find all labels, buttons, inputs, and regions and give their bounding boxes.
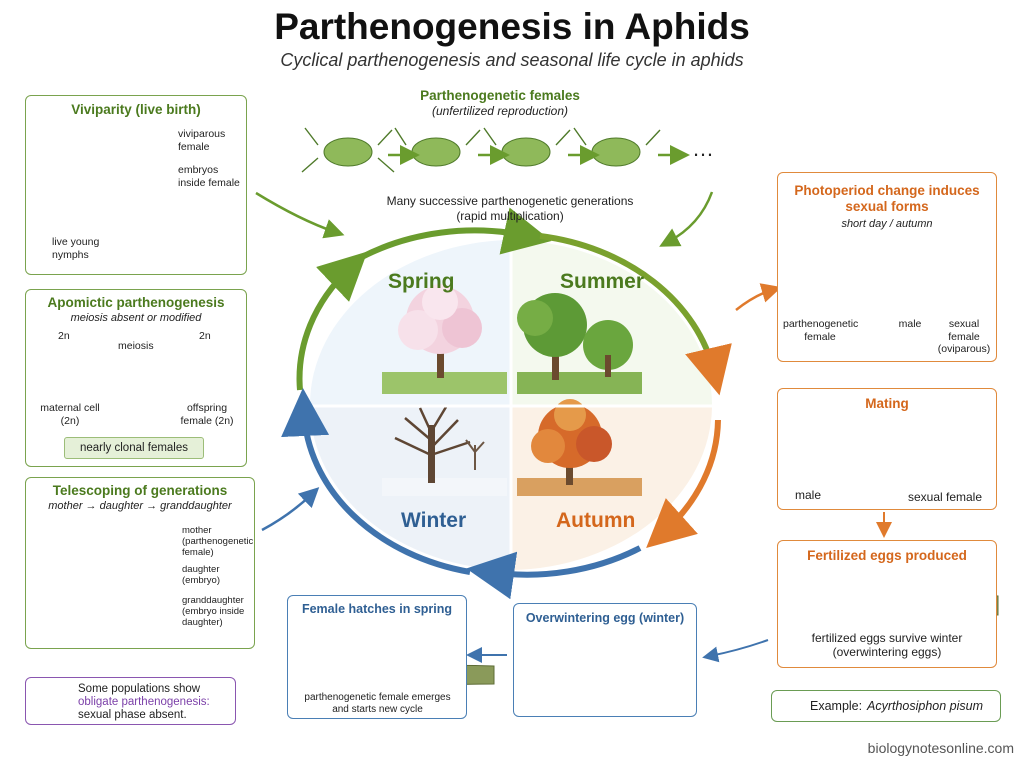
- label-parthenogenetic-female: parthenogenetic female: [783, 318, 859, 343]
- apomictic-title: Apomictic parthenogenesis: [47, 295, 225, 310]
- spring-tree: [382, 284, 507, 394]
- season-autumn: Autumn: [556, 509, 636, 532]
- season-summer: Summer: [560, 270, 645, 293]
- offspring-label: offspring female (2n): [180, 402, 234, 427]
- ploidy-left: 2n: [58, 330, 70, 342]
- label-male: male: [898, 318, 922, 330]
- telescoping-title: Telescoping of generations: [52, 483, 228, 498]
- generations-caption-1: Many successive parthenogenetic generati…: [386, 194, 634, 208]
- viviparity-box: [25, 95, 247, 275]
- telescoping-box: [25, 477, 255, 649]
- female-hatches-title: Female hatches in spring: [301, 602, 453, 616]
- meiosis-label: meiosis: [118, 340, 154, 352]
- label-sexual-female: sexual female (oviparous): [937, 318, 991, 355]
- season-spring: Spring: [388, 270, 455, 293]
- page-subtitle: Cyclical parthenogenesis and seasonal li…: [280, 50, 744, 70]
- source-credit: biologynotesonline.com: [867, 740, 1014, 756]
- page-title: Parthenogenesis in Aphids: [274, 6, 750, 47]
- photoperiod-subtitle: short day / autumn: [841, 218, 933, 230]
- label-mother: mother (parthenogenetic female): [182, 525, 254, 558]
- mating-label-male: male: [794, 488, 821, 502]
- parthenogenetic-females-title: Parthenogenetic females: [420, 88, 580, 103]
- obligate-note-box: [25, 677, 236, 725]
- label-viviparous-female: viviparous female: [178, 128, 226, 153]
- label-granddaughter: granddaughter (embryo inside daughter): [182, 595, 245, 628]
- mating-title: Mating: [865, 396, 909, 411]
- photoperiod-title: Photoperiod change induces sexual forms: [794, 183, 980, 214]
- ploidy-right: 2n: [199, 330, 211, 342]
- apomictic-subtitle: meiosis absent or modified: [70, 312, 202, 324]
- example-label: Example:: [810, 699, 863, 713]
- generations-caption-2: (rapid multiplication): [456, 209, 564, 223]
- mating-label-sexual-female: sexual female: [907, 490, 983, 504]
- parthenogenetic-aphid-chain: [301, 127, 690, 173]
- viviparity-title: Viviparity (live birth): [71, 102, 201, 117]
- obligate-line-3: sexual phase absent.: [78, 709, 187, 721]
- telescoping-subtitle: mother → daughter → granddaughter: [48, 500, 232, 512]
- female-hatches-caption: parthenogenetic female emerges and start…: [304, 692, 451, 715]
- maternal-cell-label: maternal cell (2n): [40, 402, 100, 427]
- fertilized-eggs-box: [777, 540, 997, 668]
- season-winter: Winter: [401, 509, 467, 532]
- label-live-young: live young nymphs: [52, 236, 100, 261]
- label-embryos: embryos inside female: [178, 164, 240, 189]
- winter-tree: [382, 406, 507, 496]
- clonal-females-badge: nearly clonal females: [64, 437, 204, 459]
- summer-trees: [517, 293, 642, 394]
- parthenogenetic-females-subtitle: (unfertilized reproduction): [431, 104, 569, 118]
- female-hatches-box: [287, 595, 467, 719]
- overwintering-egg-box: [513, 603, 697, 717]
- ellipsis: …: [692, 136, 714, 161]
- overwintering-egg-title: Overwintering egg (winter): [525, 611, 685, 625]
- example-species: Acyrthosiphon pisum: [867, 699, 984, 713]
- photoperiod-box: [777, 172, 997, 362]
- example-box: [771, 690, 1001, 722]
- mating-box: [777, 388, 997, 510]
- fertilized-eggs-title: Fertilized eggs produced: [807, 548, 967, 563]
- label-daughter: daughter (embryo): [182, 564, 221, 586]
- fertilized-eggs-caption: fertilized eggs survive winter (overwint…: [811, 631, 963, 659]
- obligate-line-2: obligate parthenogenesis:: [78, 696, 210, 708]
- obligate-line-1: Some populations show: [78, 683, 201, 695]
